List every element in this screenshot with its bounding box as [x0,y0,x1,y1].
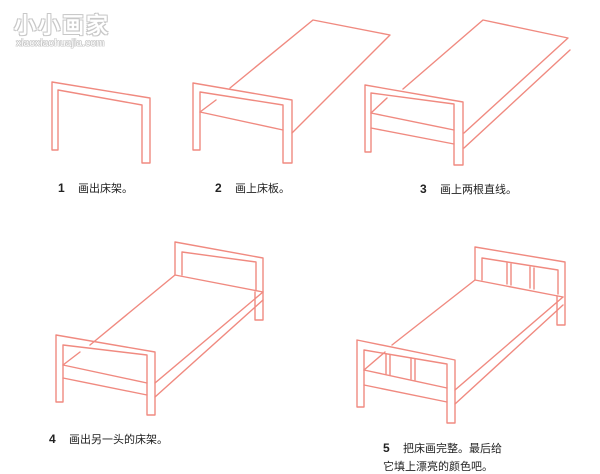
step-text: 画出另一头的床架。 [69,433,168,446]
step-4-headboard [55,241,264,416]
step-number: 4 [49,432,56,446]
step-2-bed-board [192,19,391,164]
step-text: 画上床板。 [235,182,290,195]
watermark-url: xiaoxiaohuajia.com [16,38,105,49]
step-5-complete-bed [356,246,566,424]
watermark-title: 小小画家 [14,14,111,39]
step-1-bed-frame [51,81,151,164]
step-text: 把床画完整。最后给 [403,442,502,455]
step-number: 2 [215,181,222,195]
step-text: 画出床架。 [78,182,133,195]
step-text-line2: 它填上漂亮的颜色吧。 [383,460,493,473]
step-text: 画上两根直线。 [440,183,517,196]
watermark-logo: 小小画家 xiaoxiaohuajia.com [14,8,134,52]
step-number: 1 [58,181,65,195]
step-3-two-lines [364,19,571,166]
step-number: 3 [420,182,427,196]
step-1-caption: 1 画出床架。 [58,180,133,196]
step-number: 5 [383,441,390,455]
step-4-caption: 4 画出另一头的床架。 [49,431,168,447]
step-2-caption: 2 画上床板。 [215,180,290,196]
step-3-caption: 3 画上两根直线。 [420,181,517,197]
step-5-caption: 5 把床画完整。最后给 它填上漂亮的颜色吧。 [383,440,502,474]
